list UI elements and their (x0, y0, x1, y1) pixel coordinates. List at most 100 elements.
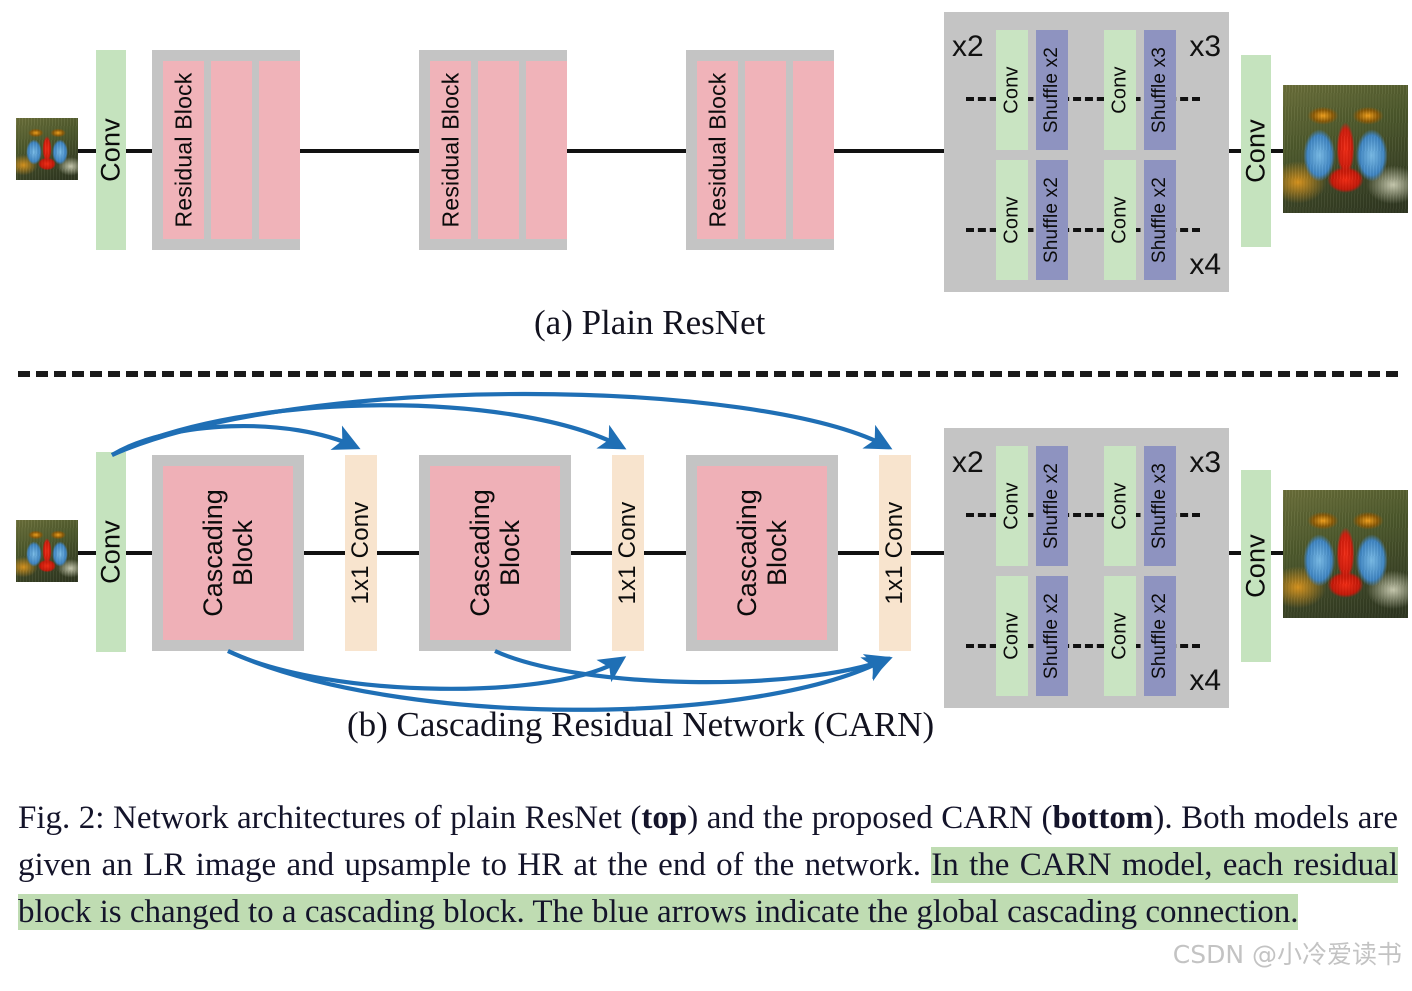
carn-upsample-bottom-shuffle-2: Shuffle x2 (1144, 576, 1176, 696)
carn-upsample-bottom-conv-2: Conv (1104, 576, 1136, 696)
resnet-upsample-group: x2 x3 x4 Conv Shuffle x2 Conv Shuffle x3 (944, 12, 1229, 292)
carn-cascading-block-3-inner (697, 466, 827, 640)
resnet-residual-bar (526, 61, 567, 239)
resnet-residual-block-2-label: Residual Block (437, 72, 464, 228)
caption-mid-2: ). Both models are given an LR image and… (18, 800, 1399, 883)
carn-scale-x2-label: x2 (952, 446, 984, 479)
resnet-residual-block-1: Residual Block (152, 50, 300, 250)
resnet-residual-bar (163, 61, 204, 239)
caption-bold-top: top (641, 800, 688, 836)
carn-cascading-block-3-label-line2: Block (762, 519, 792, 587)
carn-upsample-top-conv-1: Conv (996, 446, 1028, 566)
subcaption-b: (b) Cascading Residual Network (CARN) (347, 705, 935, 744)
resnet-upsample-bottom-wire (966, 228, 1200, 232)
carn-cascading-block-2-inner (430, 466, 560, 640)
carn-conv1x1-3: 1x1 Conv (879, 455, 911, 651)
arrow-block1-to-conv1x1-3 (227, 649, 891, 712)
carn-upsample-top-shuffle-2: Shuffle x3 (1144, 446, 1176, 566)
carn-upsample-group: x2 x3 x4 Conv Shuffle x2 Conv Shuffle x3… (944, 428, 1229, 708)
carn-conv1x1-3-label: 1x1 Conv (881, 501, 908, 605)
watermark: CSDN @小冷爱读书 (1172, 940, 1402, 969)
carn-tail-conv-label: Conv (1240, 534, 1271, 598)
carn-cascading-block-2-label-line1: Cascading (464, 489, 495, 617)
resnet-residual-block-3-label: Residual Block (704, 72, 731, 228)
carn-cascading-block-1-inner (163, 466, 293, 640)
carn-cascading-block-2-label-line2: Block (495, 519, 525, 587)
resnet-upsample-top-conv-2-label: Conv (1108, 66, 1131, 114)
carn-upsample-bottom-shuffle-1-label: Shuffle x2 (1041, 592, 1062, 680)
resnet-upsample-bottom-shuffle-2: Shuffle x2 (1144, 160, 1176, 280)
resnet-upsample-bottom-shuffle-2-label: Shuffle x2 (1149, 176, 1170, 264)
resnet-upsample-top-shuffle-2-label: Shuffle x3 (1149, 46, 1170, 134)
resnet-residual-block-1-label: Residual Block (170, 72, 197, 228)
arrow-head-to-conv1x1-1 (110, 423, 361, 457)
carn-lr-input-image (16, 520, 78, 582)
carn-cascading-block-3-label: Cascading Block (732, 489, 792, 617)
carn-upsample-top-wire (966, 513, 1200, 517)
carn-upsample-bottom-shuffle-2-label: Shuffle x2 (1149, 592, 1170, 680)
resnet-residual-block-2: Residual Block (419, 50, 567, 250)
carn-upsample-top-conv-2: Conv (1104, 446, 1136, 566)
subcaption-a: (a) Plain ResNet (534, 303, 766, 342)
carn-upsample-bottom-conv-1: Conv (996, 576, 1028, 696)
carn-head-conv-label: Conv (95, 520, 126, 584)
carn-head-conv-block: Conv (96, 452, 126, 652)
resnet-residual-bar (430, 61, 471, 239)
resnet-head-conv-block: Conv (96, 50, 126, 250)
carn-cascading-block-1-label-line1: Cascading (197, 489, 228, 617)
resnet-scale-x4-label: x4 (1189, 248, 1221, 281)
cascading-arrows-bottom (227, 649, 893, 712)
resnet-lr-input-image (16, 118, 78, 180)
carn-upsample-top-conv-1-label: Conv (1000, 482, 1023, 530)
carn-cascading-block-3: Cascading Block (686, 455, 838, 651)
resnet-upsample-bottom-shuffle-1-label: Shuffle x2 (1041, 176, 1062, 264)
resnet-tail-conv-label: Conv (1240, 119, 1271, 183)
resnet-tail-conv-block: Conv (1241, 55, 1271, 247)
carn-upsample-bottom-shuffle-1: Shuffle x2 (1036, 576, 1068, 696)
resnet-upsample-top-shuffle-1: Shuffle x2 (1036, 30, 1068, 150)
resnet-upsample-top-shuffle-1-label: Shuffle x2 (1041, 46, 1062, 134)
resnet-residual-bar (211, 61, 252, 239)
resnet-scale-x3-label: x3 (1189, 30, 1221, 63)
carn-conv1x1-1: 1x1 Conv (345, 455, 377, 651)
carn-cascading-block-2: Cascading Block (419, 455, 571, 651)
carn-conv1x1-2-label: 1x1 Conv (614, 501, 641, 605)
arrow-head-to-conv1x1-2 (111, 403, 627, 457)
resnet-residual-bar (745, 61, 786, 239)
carn-upsample-top-conv-2-label: Conv (1108, 482, 1131, 530)
caption-prefix: Fig. 2: Network architectures of plain R… (18, 800, 642, 836)
caption-mid-1: ) and the proposed CARN ( (687, 800, 1053, 836)
arrow-head-to-conv1x1-3 (111, 391, 893, 457)
carn-upsample-top-shuffle-1: Shuffle x2 (1036, 446, 1068, 566)
arrow-block2-to-conv1x1-3 (494, 649, 893, 685)
carn-hr-output-image (1283, 490, 1408, 618)
carn-cascading-block-2-label: Cascading Block (465, 489, 525, 617)
carn-upsample-bottom-conv-2-label: Conv (1108, 612, 1131, 660)
carn-cascading-block-1-label-line2: Block (228, 519, 258, 587)
carn-upsample-top-shuffle-2-label: Shuffle x3 (1149, 462, 1170, 550)
arrow-block1-to-conv1x1-2 (227, 649, 627, 691)
resnet-head-conv-label: Conv (95, 118, 126, 182)
figure-caption: Fig. 2: Network architectures of plain R… (18, 795, 1398, 936)
cascading-arrows-top (110, 391, 893, 457)
carn-upsample-top-shuffle-1-label: Shuffle x2 (1041, 462, 1062, 550)
resnet-residual-bar (259, 61, 300, 239)
resnet-upsample-top-conv-2: Conv (1104, 30, 1136, 150)
resnet-residual-bar (793, 61, 834, 239)
resnet-residual-block-3: Residual Block (686, 50, 834, 250)
carn-upsample-bottom-wire (966, 644, 1200, 648)
resnet-residual-bar (697, 61, 738, 239)
carn-cascading-block-1-label: Cascading Block (198, 489, 258, 617)
carn-conv1x1-2: 1x1 Conv (612, 455, 644, 651)
carn-tail-conv-block: Conv (1241, 470, 1271, 662)
section-divider (18, 371, 1398, 377)
carn-cascading-block-3-label-line1: Cascading (731, 489, 762, 617)
resnet-upsample-bottom-conv-2: Conv (1104, 160, 1136, 280)
resnet-scale-x2-label: x2 (952, 30, 984, 63)
resnet-hr-output-image (1283, 85, 1408, 213)
carn-scale-x4-label: x4 (1189, 664, 1221, 697)
resnet-residual-bar (478, 61, 519, 239)
resnet-upsample-bottom-shuffle-1: Shuffle x2 (1036, 160, 1068, 280)
resnet-upsample-top-conv-1-label: Conv (1000, 66, 1023, 114)
